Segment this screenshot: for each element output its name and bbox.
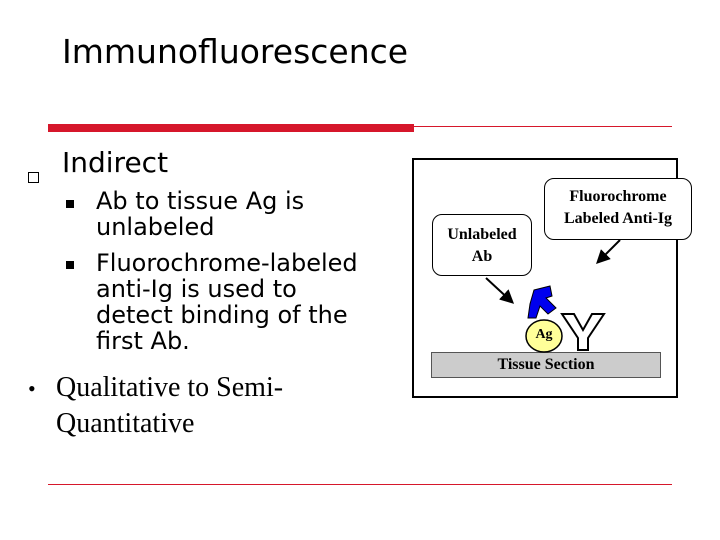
footer-divider	[48, 484, 672, 485]
arrow-fluor-to-anti-ig	[596, 239, 621, 264]
fluorochrome-callout	[544, 178, 692, 240]
antigen-label: Ag	[535, 327, 553, 342]
sub-bullet-text: Ab to tissue Ag is unlabeled	[96, 187, 305, 241]
slide-title: Immunofluorescence	[62, 32, 409, 71]
filled-square-bullet-icon	[66, 261, 74, 269]
antigen-icon	[525, 319, 563, 353]
unlabeled-antibody-icon	[527, 285, 557, 319]
title-divider-thick	[48, 124, 414, 132]
unlabeled-ab-callout-text: Unlabeled Ab	[447, 226, 517, 265]
tissue-section-label: Tissue Section	[497, 356, 595, 373]
round-bullet-icon: •	[28, 376, 36, 401]
title-divider-thin	[414, 126, 672, 127]
unlabeled-ab-callout	[432, 214, 532, 276]
arrow-unlabeled-to-ab	[485, 277, 515, 304]
bullet-heading: Indirect	[62, 146, 169, 179]
fluorochrome-callout-text: Fluorochrome Labeled Anti-Ig	[563, 188, 672, 227]
filled-square-bullet-icon	[66, 200, 74, 208]
sub-bullet-text: Fluorochrome-labeled anti-Ig is used to …	[96, 249, 358, 355]
labeled-anti-ig-antibody-icon	[560, 313, 606, 351]
hollow-square-bullet-icon	[28, 172, 39, 183]
tissue-section-bar	[431, 352, 661, 378]
bullet-text: Qualitative to Semi- Quantitative	[56, 372, 284, 439]
